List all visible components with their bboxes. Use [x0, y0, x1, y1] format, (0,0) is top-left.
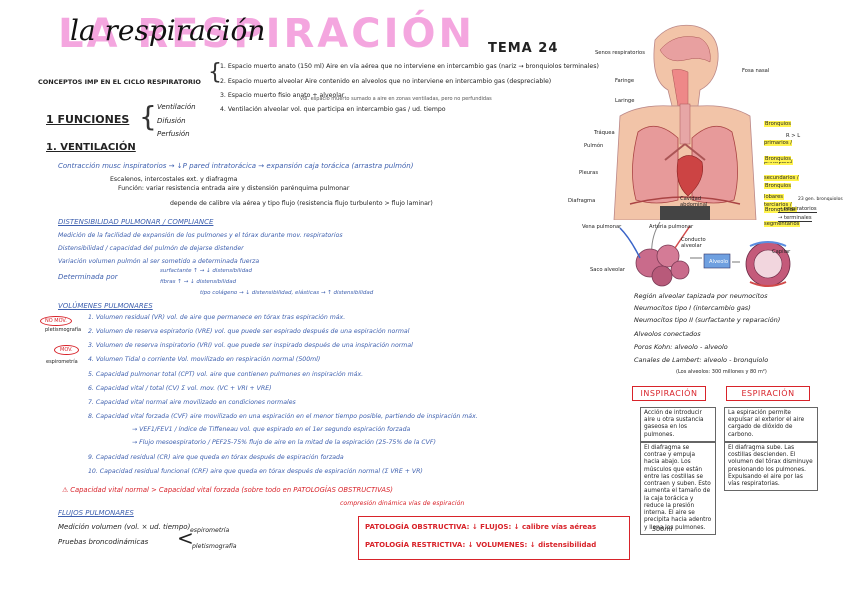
label-alveolo: Alveolo: [709, 259, 729, 265]
distensibilidad-line-4: Determinada por: [58, 273, 118, 281]
label-cavidad: Cavidad abdominal: [680, 196, 708, 208]
ventilacion-line-3: Función: variar resistencia entrada aire…: [118, 185, 350, 192]
concepto-1: 1. Espacio muerto anato (150 ml) Aire en…: [220, 63, 599, 70]
no-mov-note: pletismografía: [45, 327, 82, 333]
funcion-difusion: Difusión: [157, 117, 186, 125]
alveolar-note-count: (Los alveolos: 300 millones y 80 m²): [676, 369, 767, 375]
mov-badge: MOV.: [54, 345, 79, 355]
label-diafragma: Diafragma: [568, 198, 596, 204]
mov-note: espirometría: [46, 359, 78, 365]
title-background: LA RESPIRACIÓN: [58, 11, 475, 57]
label-faringe: Faringe: [615, 78, 635, 84]
alveolar-note-2: Neumocitos tipo I (intercambio gas): [634, 304, 751, 312]
label-conducto: Conducto alveolar: [681, 237, 706, 249]
flujos-line-1: Medición volumen (vol. × ud. tiempo): [58, 523, 191, 531]
espiracion-detail: El diafragma sube. Las costillas descien…: [724, 442, 818, 492]
label-resp: → respiratorios: [778, 206, 817, 213]
distensibilidad-heading: DISTENSIBILIDAD PULMONAR / COMPLIANCE: [58, 218, 214, 226]
volumen-1: 1. Volumen residual (VR) vol. de aire qu…: [88, 314, 346, 321]
volumen-9: 9. Capacidad residual (CR) aire que qued…: [88, 454, 344, 461]
alveolar-note-4: Alveolos conectados: [634, 330, 701, 338]
pruebas-bracket-icon: <: [177, 526, 194, 550]
volumen-7: 7. Capacidad vital normal aire movilizad…: [88, 399, 296, 406]
determinante-1: surfactante ↑ → ↓ distensibilidad: [160, 268, 253, 274]
conceptos-heading: CONCEPTOS IMP EN EL CICLO RESPIRATORIO: [38, 78, 201, 86]
label-vena: Vena pulmonar: [582, 224, 622, 230]
label-arteria: Arteria pulmonar: [649, 224, 694, 230]
espiracion-header: ESPIRACIÓN: [726, 386, 810, 401]
volumen-10: 10. Capacidad residual funcional (CRF) a…: [88, 468, 423, 475]
ventilacion-heading: 1. VENTILACIÓN: [46, 142, 136, 153]
volumen-3: 3. Volumen de reserva inspiratorio (VRI)…: [88, 342, 413, 349]
distensibilidad-line-2: Distensibilidad / capacidad del pulmón d…: [58, 245, 244, 252]
label-pulmon: Pulmón: [584, 143, 604, 149]
title-script: la respiración: [70, 14, 266, 47]
flujos-line-2: Pruebas broncodinámicas: [58, 538, 149, 546]
volumen-8-vef: → VEF1/FEV1 / índice de Tiffeneau vol. q…: [132, 426, 411, 433]
patologia-obstructiva: PATOLOGÍA OBSTRUCTIVA: ↓ FLUJOS: ↓ calib…: [365, 523, 597, 531]
label-bronq-ter: Bronquios terciarios / segmentarios: [764, 183, 801, 227]
concepto-4: 4. Ventilación alveolar vol. que partici…: [220, 106, 446, 113]
determinante-3: tipo colágeno → ↓ distensibilidad, elást…: [200, 290, 374, 296]
distensibilidad-line-1: Medición de la facilidad de expansión de…: [58, 232, 343, 239]
funcion-perfusion: Perfusión: [157, 130, 190, 138]
funciones-heading: 1 FUNCIONES: [46, 113, 130, 126]
concepto-3-note: vol. espacio muerto sumado a aire en zon…: [300, 96, 492, 102]
funciones-bracket-icon: {: [139, 100, 157, 133]
prueba-pletismografia: pletismografía: [192, 543, 237, 550]
volumen-4: 4. Volumen Tidal o corriente Vol. movili…: [88, 356, 321, 363]
bracket-icon: {: [208, 60, 222, 85]
label-fosa: Fosa nasal: [742, 68, 770, 74]
volumenes-heading: VOLÚMENES PULMONARES: [58, 302, 153, 310]
inspiracion-detail: El diafragma se contrae y empuja hacia a…: [640, 442, 716, 535]
warning-sub: compresión dinámica vías de espiración: [340, 500, 465, 507]
prueba-espirometria: espirometría: [190, 527, 230, 534]
ventilacion-line-1: Contracción musc inspiratorios → ↓P pare…: [58, 162, 414, 170]
label-senos: Senos respiratorios: [595, 50, 645, 56]
label-pleuras: Pleuras: [579, 170, 599, 176]
label-traquea: Tráquea: [594, 130, 615, 136]
inspiracion-header: INSPIRACIÓN: [632, 386, 706, 401]
volumen-6: 6. Capacidad vital / total (CV) Σ vol. m…: [88, 385, 272, 392]
label-bronq-sec: Bronquios secundarios / lobares: [764, 156, 799, 200]
volumen-2: 2. Volumen de reserva espiratorio (VRE) …: [88, 328, 410, 335]
concepto-3: 3. Espacio muerto fisio anato + alveolar: [220, 92, 345, 99]
volumen-8-pef: → Flujo mesoespiratorio / PEF25-75% fluj…: [132, 439, 436, 446]
concepto-2: 2. Espacio muerto alveolar Aire contenid…: [220, 78, 552, 85]
ventilacion-line-4: depende de calibre vía aérea y tipo fluj…: [170, 200, 433, 207]
volumen-5: 5. Capacidad pulmonar total (CPT) vol. a…: [88, 371, 364, 378]
label-bronquiolos: Bronquiolos: [764, 207, 797, 213]
alveolar-note-6: Canales de Lambert: alveolo - bronquiolo: [634, 356, 769, 364]
alveolar-note-1: Región alveolar tapizada por neumocitos: [634, 292, 768, 300]
label-bronq-princ-note: R > L: [786, 133, 801, 139]
label-laringe: Laringe: [615, 98, 635, 104]
alveoli-illustration: [619, 221, 791, 287]
inspiracion-def: Acción de introducir aire u otra sustanc…: [640, 407, 716, 442]
flujos-heading: FLUJOS PULMONARES: [58, 509, 134, 517]
label-term: → terminales: [778, 215, 812, 222]
alveolar-note-3: Neumocitos tipo II (surfactante y repara…: [634, 316, 781, 324]
distensibilidad-line-3: Variación volumen pulmón al ser sometido…: [58, 258, 260, 265]
respiratory-system-illustration: [613, 24, 757, 220]
warning-capacidad: ⚠ Capacidad vital normal > Capacidad vit…: [62, 486, 393, 494]
inspiracion-volume: 500ml: [652, 525, 673, 533]
no-mov-badge: NO MOV.: [40, 316, 72, 326]
tema-label: TEMA 24: [488, 41, 559, 56]
label-capilar: Capilar: [772, 249, 791, 255]
funcion-ventilacion: Ventilación: [157, 103, 196, 111]
label-bronquiolos-note: 23 gen. bronquiolos: [798, 197, 843, 202]
label-saco: Saco alveolar: [590, 267, 625, 273]
ventilacion-line-2: Escalenos, intercostales ext. y diafragm…: [110, 176, 238, 183]
volumen-8: 8. Capacidad vital forzada (CVF) aire mo…: [88, 413, 478, 420]
patologia-restrictiva: PATOLOGÍA RESTRICTIVA: ↓ VOLUMENES: ↓ di…: [365, 541, 597, 549]
determinante-2: fibras ↑ → ↓ distensibilidad: [160, 279, 237, 285]
patologia-box: PATOLOGÍA OBSTRUCTIVA: ↓ FLUJOS: ↓ calib…: [358, 516, 630, 560]
espiracion-def: La espiración permite expulsar al exteri…: [724, 407, 818, 442]
alveolar-note-5: Poros Kohn: alveolo - alveolo: [634, 343, 728, 351]
